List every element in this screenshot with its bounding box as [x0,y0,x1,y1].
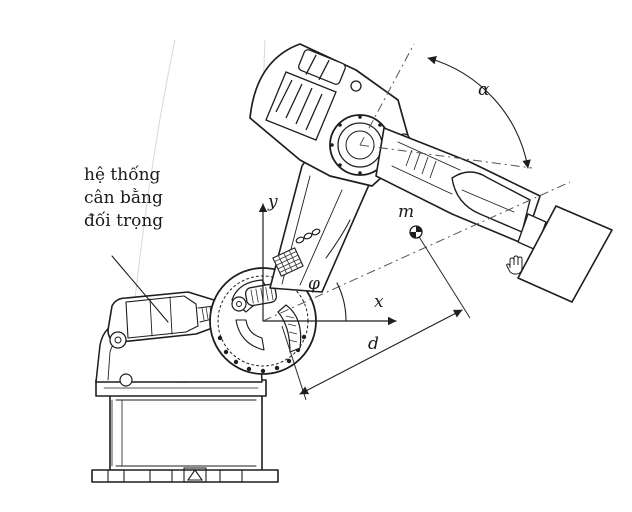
hand-cursor-icon [506,255,523,275]
caption-leader-line [111,255,169,323]
mass-center-icon [409,225,423,239]
distance-label: d [368,334,379,354]
robot-base [91,371,279,483]
alpha-label: α [478,80,490,100]
caption-line-3: đối trọng [84,211,164,231]
caption-line-2: cân bằng [84,188,163,208]
distance-dimension [281,231,471,401]
alpha-reference-line [359,43,415,146]
axis-y-label: y [268,192,278,212]
caption-line-1: hệ thống [84,165,161,185]
axis-x-label: x [374,292,384,312]
mass-label: m [398,202,415,222]
counterbalance-caption: hệ thống cân bằng đối trọng [84,164,194,233]
payload-box [517,205,613,303]
phi-label: φ [308,274,320,294]
alpha-angle-arc [427,58,528,168]
phi-angle-arc [336,282,347,322]
arm-centerline [262,181,571,322]
